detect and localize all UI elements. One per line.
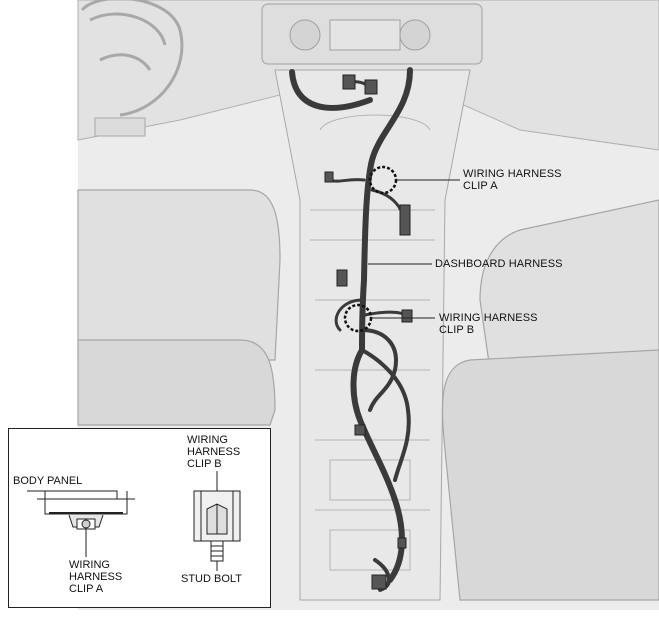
center-tunnel (274, 69, 471, 601)
inset-clip-b-label: WIRING HARNESS CLIP B (187, 434, 241, 470)
dashboard-harness-callout: DASHBOARD HARNESS (435, 258, 563, 270)
harness-connectors (324, 74, 413, 590)
tunnel-details (310, 114, 435, 571)
inset-stud-bolt-label: STUD BOLT (181, 573, 242, 585)
inset-illustration (27, 471, 241, 571)
steering-column (94, 117, 146, 137)
inset-leaders (27, 471, 218, 571)
inset-clip-a-label: WIRING HARNESS CLIP A (69, 559, 123, 595)
steering-wheel (80, 0, 184, 117)
inset-body-panel-label: BODY PANEL (13, 475, 83, 487)
right-seat (441, 199, 659, 601)
center-stack (261, 3, 483, 65)
clip-a-cross-section (37, 491, 135, 541)
clip-b-callout: WIRING HARNESS CLIP B (439, 312, 538, 336)
detail-inset: WIRING HARNESS CLIP B BODY PANEL WIRING … (8, 428, 271, 608)
callout-leaders (368, 179, 460, 319)
clip-b-drawing (193, 490, 241, 562)
left-seat (77, 189, 281, 426)
clip-a-callout: WIRING HARNESS CLIP A (463, 168, 562, 192)
